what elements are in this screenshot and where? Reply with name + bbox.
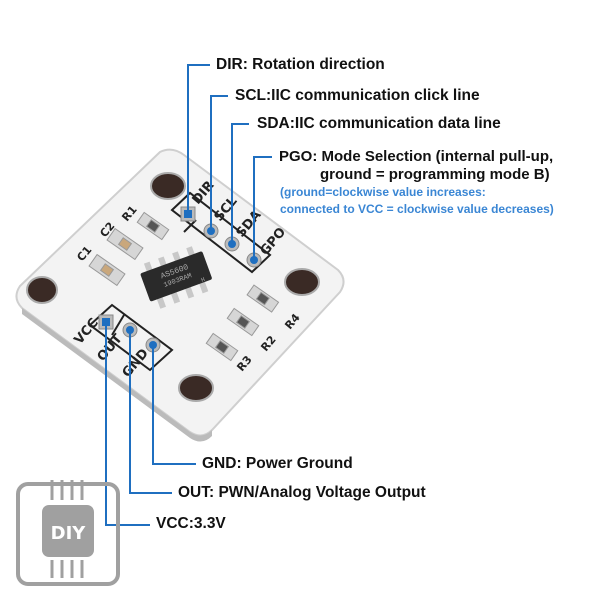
label-pgo-line2: ground = programming mode B) [320,166,550,183]
label-scl: SCL:IIC communication click line [235,87,480,104]
diy-watermark-logo: DIY [16,480,120,586]
label-out: OUT: PWN/Analog Voltage Output [178,484,426,501]
mounting-hole [26,172,320,402]
note-line1: (ground=clockwise value increases: [280,185,486,199]
svg-text:DIY: DIY [51,523,87,544]
label-sda: SDA:IIC communication data line [257,115,501,132]
note-line2: connected to VCC = clockwise value decre… [280,202,554,216]
label-vcc: VCC:3.3V [156,515,226,532]
label-gnd: GND: Power Ground [202,455,353,472]
chip-text-3: H [200,276,206,284]
label-pgo-line1: PGO: Mode Selection (internal pull-up, [279,148,554,165]
label-dir: DIR: Rotation direction [216,56,385,73]
smd-components [88,211,280,362]
as5600-chip: AS5600 1903RAM H [140,246,212,309]
leader-lines [105,64,272,526]
as5600-board: AS5600 1903RAM H DIR SCL SDA GPO VCC OUT… [15,148,345,442]
